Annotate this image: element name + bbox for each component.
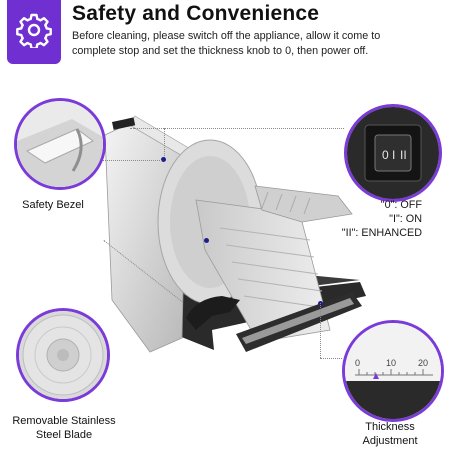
description-text: Before cleaning, please switch off the a… (72, 30, 381, 57)
bezel-callout-image (14, 98, 106, 190)
thickness-callout-image: 0 10 20 (342, 320, 444, 422)
leader-line (164, 128, 165, 160)
blade-callout-image (16, 308, 110, 402)
thickness-label: Thickness Adjustment (362, 421, 418, 447)
switch-symbol: 0 (382, 148, 389, 162)
marker-dot (204, 238, 209, 243)
switch-legend-on: "I": ON (389, 213, 422, 225)
header-badge (7, 0, 61, 64)
scale-tick-20: 20 (418, 358, 428, 368)
bezel-label: Safety Bezel (22, 199, 84, 211)
leader-line (130, 128, 344, 129)
leader-line (320, 358, 342, 359)
marker-dot (161, 157, 166, 162)
switch-symbol: II (400, 148, 407, 162)
leader-line (100, 160, 162, 161)
page-title: Safety and Convenience (72, 2, 320, 25)
leader-line (320, 303, 321, 358)
blade-label: Removable Stainless Steel Blade (12, 415, 116, 441)
scale-tick-10: 10 (386, 358, 396, 368)
switch-legend-enhanced: "II": ENHANCED (341, 227, 422, 239)
switch-legend: "0": OFF "I": ON "II": ENHANCED (338, 198, 458, 240)
scale-tick-0: 0 (355, 358, 360, 368)
switch-symbol: I (392, 148, 395, 162)
switch-callout-image: 0 I II (344, 104, 442, 202)
switch-legend-off: "0": OFF (380, 199, 422, 211)
